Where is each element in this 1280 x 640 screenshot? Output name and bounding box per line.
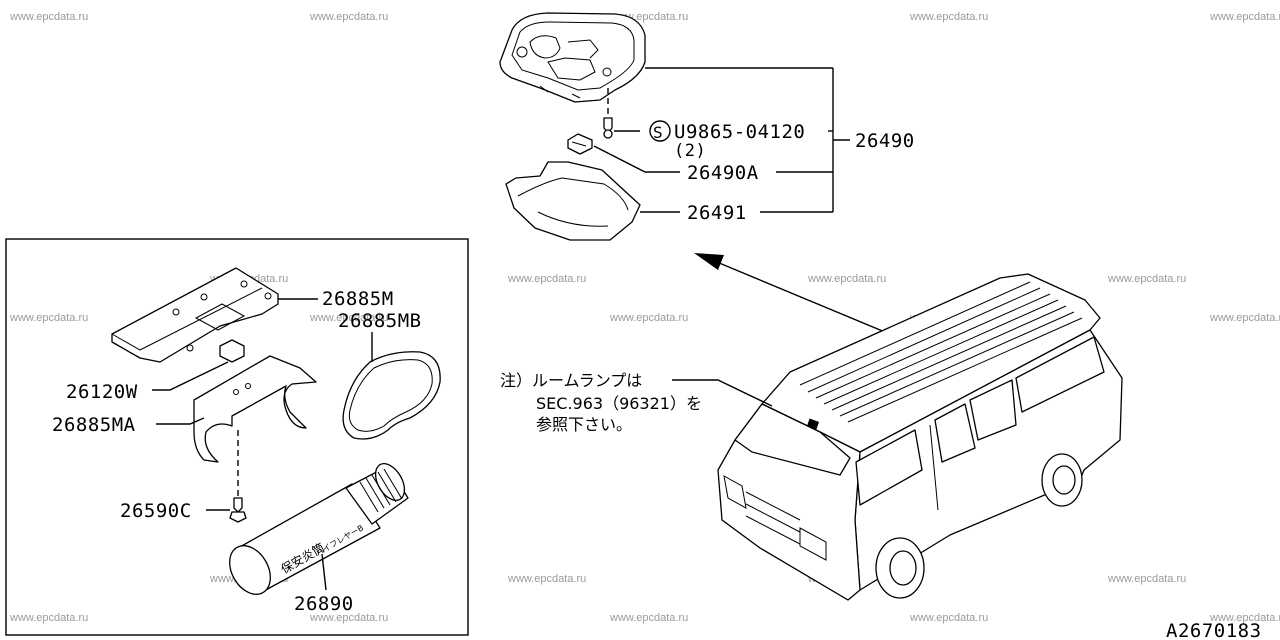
van-illustration — [717, 273, 1123, 601]
diagram-id: A2670183 — [1166, 620, 1262, 640]
holder-bracket-part — [156, 355, 317, 463]
watermark: www.epcdata.ru — [1107, 273, 1186, 285]
watermark: www.epcdata.ru — [609, 612, 688, 624]
clip-part-number: 26590C — [120, 500, 192, 522]
emergency-kit-frame — [5, 238, 469, 636]
bulb-part — [567, 133, 680, 173]
watermark: www.epcdata.ru — [9, 312, 88, 324]
watermark: www.epcdata.ru — [309, 312, 388, 324]
wire-clip-part — [152, 339, 245, 391]
cylinder-part-number: 26890 — [294, 593, 354, 615]
wire-part-number: 26120W — [66, 381, 138, 403]
lamp-assembly-number: 26490 — [855, 130, 915, 152]
note-line-3: 参照下さい。 — [536, 415, 632, 434]
watermark: www.epcdata.ru — [1107, 573, 1186, 585]
watermark: www.epcdata.ru — [909, 11, 988, 23]
note-line-1: 注）ルームランプは — [500, 371, 642, 390]
watermark: www.epcdata.ru — [9, 612, 88, 624]
gasket-part — [342, 332, 441, 440]
note-line-2: SEC.963（96321）を — [536, 394, 702, 413]
gasket-part-number: 26885MB — [338, 310, 422, 332]
callout-bracket — [760, 68, 850, 213]
watermark: www.epcdata.ru — [807, 273, 886, 285]
watermark: www.epcdata.ru — [309, 11, 388, 23]
plate-part-number: 26885M — [322, 288, 394, 310]
room-lamp-note: 注）ルームランプは SEC.963（96321）を 参照下さい。 — [500, 371, 773, 434]
flare-cylinder-part: 保安炎筒 ハイフレヤーB — [229, 463, 409, 595]
watermark: www.epcdata.ru — [1209, 312, 1280, 324]
clip-part — [206, 497, 247, 523]
watermark: www.epcdata.ru — [507, 573, 586, 585]
bracket-part-number: 26885MA — [52, 414, 136, 436]
watermark-layer: www.epcdata.ru www.epcdata.ru www.epcdat… — [9, 11, 1280, 624]
watermark: www.epcdata.ru — [1209, 11, 1280, 23]
mounting-plate-part — [111, 267, 318, 363]
room-lamp-housing — [499, 12, 646, 103]
screw-callout: S U9865-04120 (2) — [649, 120, 805, 161]
watermark: www.epcdata.ru — [909, 612, 988, 624]
watermark: www.epcdata.ru — [1209, 612, 1280, 624]
bulb-part-number: 26490A — [687, 162, 759, 184]
screw-symbol: S — [653, 123, 663, 142]
watermark: www.epcdata.ru — [309, 612, 388, 624]
watermark: www.epcdata.ru — [507, 273, 586, 285]
lens-part-number: 26491 — [687, 202, 747, 224]
screw-part — [603, 88, 640, 139]
screw-quantity: (2) — [674, 141, 706, 161]
watermark: www.epcdata.ru — [609, 312, 688, 324]
lens-part — [505, 161, 680, 241]
screw-part-number: U9865-04120 — [674, 121, 805, 143]
watermark: www.epcdata.ru — [9, 11, 88, 23]
